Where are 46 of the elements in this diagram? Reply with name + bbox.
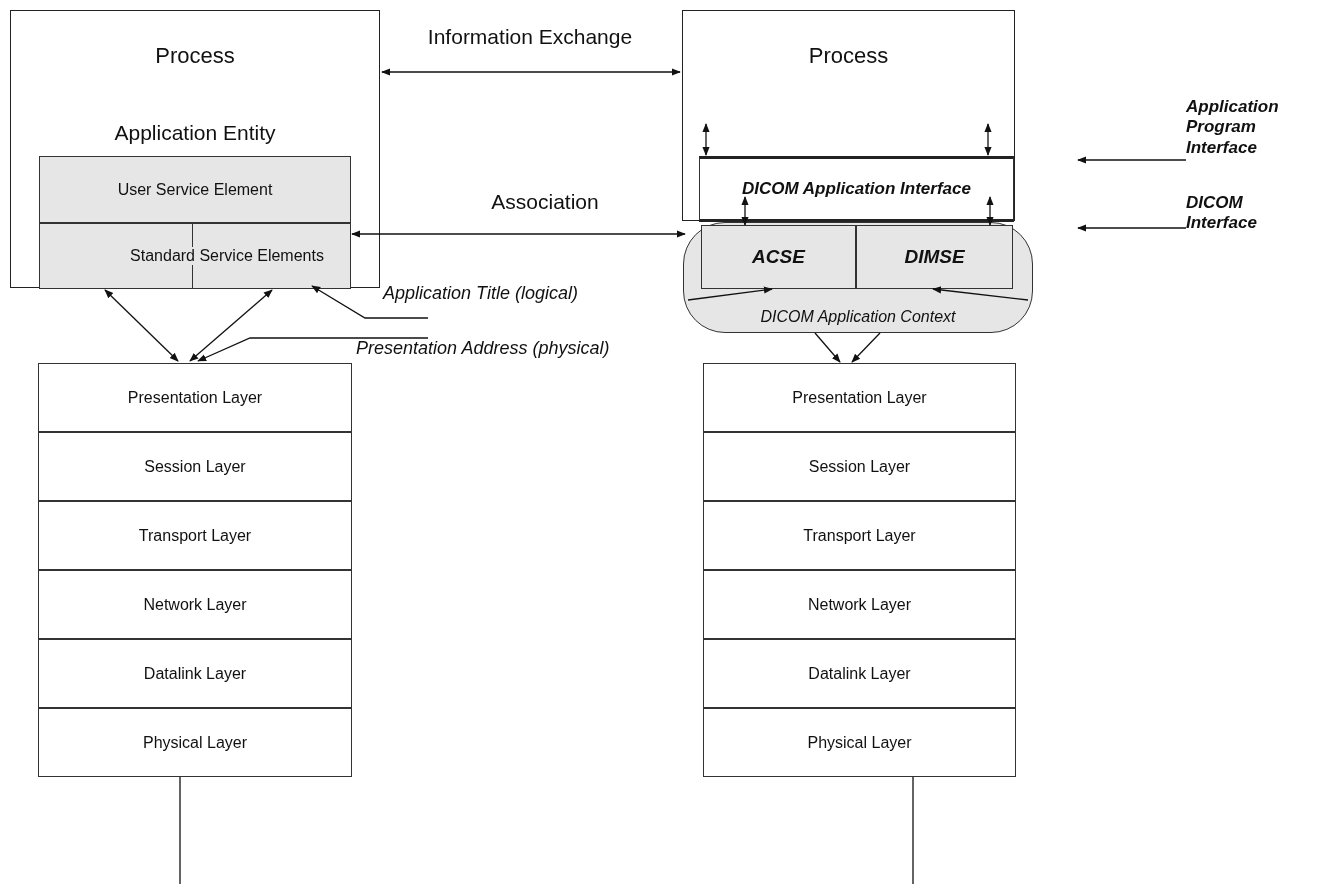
process-box (10, 10, 380, 288)
layer-row: Network Layer (38, 570, 352, 639)
double-arrow (702, 123, 710, 156)
process-box (682, 10, 1015, 221)
interface-label: Application Program Interface (1186, 97, 1298, 181)
arrow (814, 332, 841, 363)
double-arrow (986, 196, 994, 226)
double-arrow (104, 289, 179, 362)
layer-row: Datalink Layer (703, 639, 1016, 708)
layer-row: Physical Layer (703, 708, 1016, 777)
layer-row: Datalink Layer (38, 639, 352, 708)
line (179, 776, 181, 884)
layer-row: Physical Layer (38, 708, 352, 777)
layer-row: Session Layer (38, 432, 352, 501)
double-arrow (381, 68, 681, 76)
arrow (687, 286, 773, 301)
layer-row: Presentation Layer (38, 363, 352, 432)
double-arrow (351, 230, 686, 238)
arrow (851, 332, 881, 363)
process-heading: Process (807, 43, 890, 69)
arrow (1077, 156, 1187, 164)
arrow (932, 286, 1029, 301)
line (912, 776, 914, 884)
process-heading: Process (154, 43, 236, 69)
double-arrow (984, 123, 992, 156)
layer-row: Session Layer (703, 432, 1016, 501)
annotation-label: Application Title (logical) (383, 283, 645, 318)
service-element-cell: ACSE (701, 225, 856, 289)
layer-row: Transport Layer (38, 501, 352, 570)
context-rounded-box (683, 222, 1033, 333)
context-label: DICOM Application Context (759, 308, 957, 326)
service-element-cell: DIMSE (856, 225, 1013, 289)
interface-label: DICOM Interface (1186, 193, 1286, 251)
layer-row: Network Layer (703, 570, 1016, 639)
interface-box: DICOM Application Interface (699, 156, 1014, 222)
layer-row: Transport Layer (703, 501, 1016, 570)
double-arrow (189, 289, 273, 362)
service-element-cell: User Service Element (39, 156, 351, 223)
leader-line (311, 285, 429, 319)
entity-heading: Application Entity (113, 121, 277, 145)
layer-row: Presentation Layer (703, 363, 1016, 432)
annotation-label: Presentation Address (physical) (356, 338, 668, 368)
service-element-cell: Standard Service Elements (39, 223, 351, 289)
arrow (1077, 224, 1187, 232)
leader-line (197, 337, 429, 362)
double-arrow (741, 196, 749, 226)
